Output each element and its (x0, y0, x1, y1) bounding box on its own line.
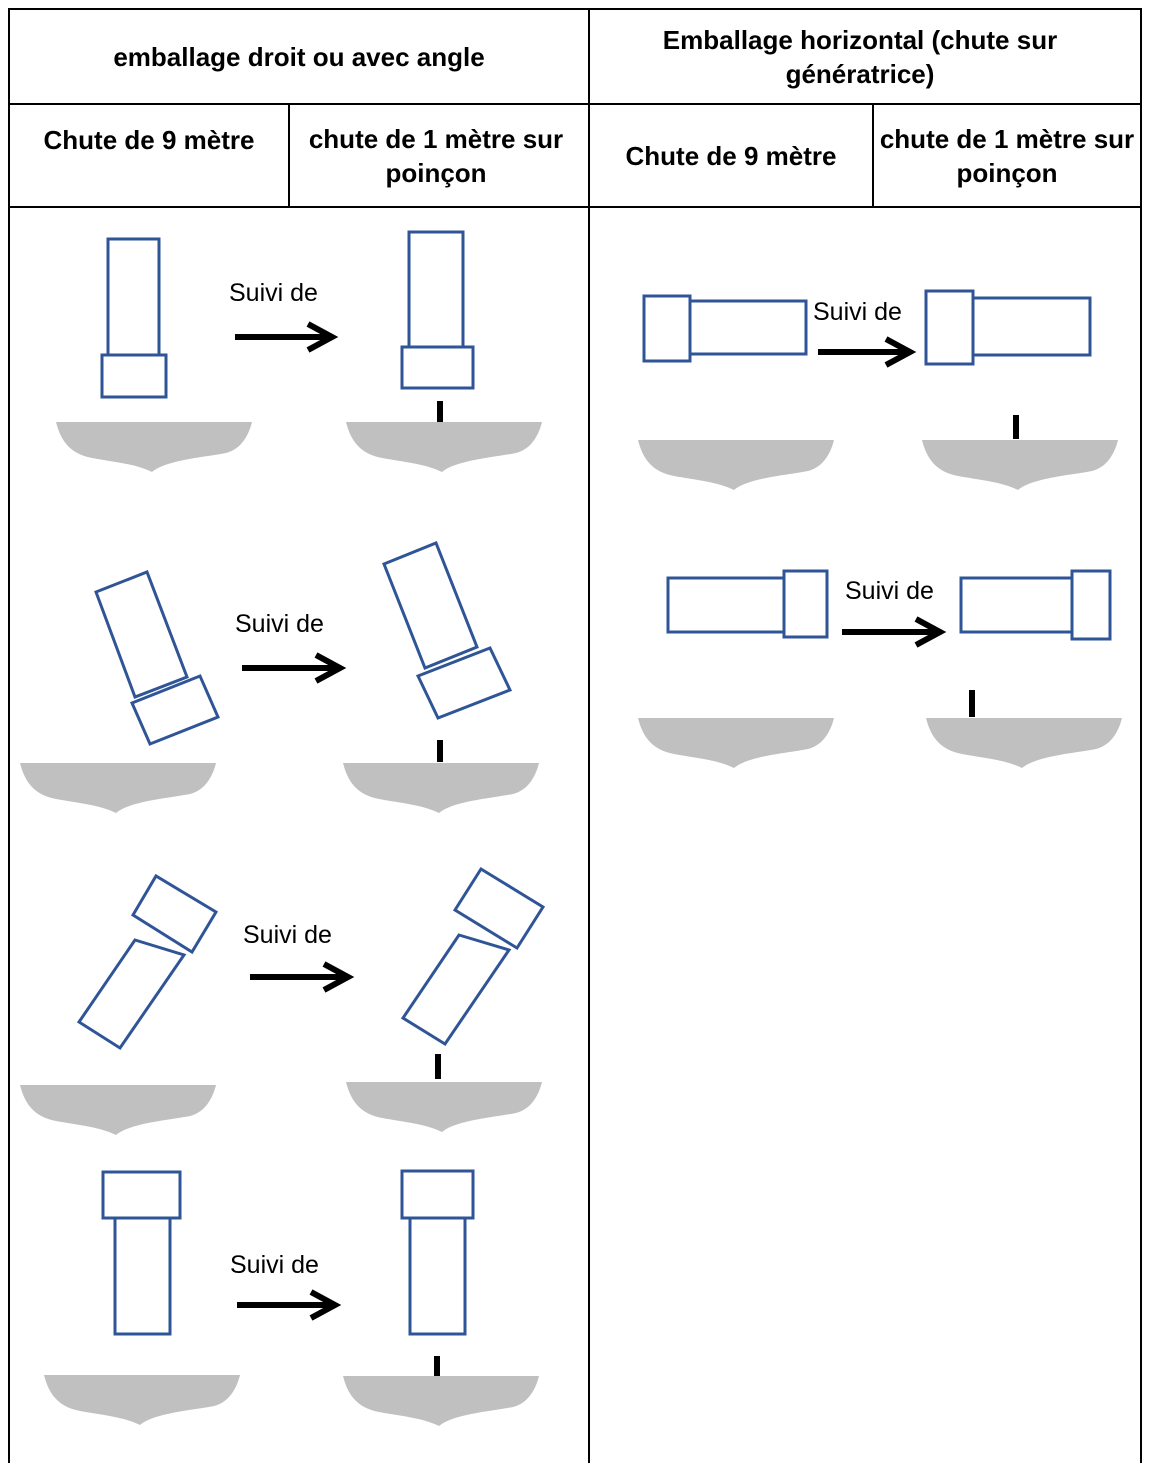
punch (434, 1356, 440, 1378)
ground-surface (346, 1082, 542, 1132)
table-border-top (8, 8, 1142, 10)
package-drop-1m-punch (400, 866, 546, 1047)
scenario-6-horizontal-cap-right: Suivi de (638, 569, 1122, 768)
package-drop-1m-punch (400, 230, 475, 390)
ground-surface (343, 763, 539, 813)
arrow-right-icon (818, 336, 917, 368)
scenario-5-horizontal-cap-left: Suivi de (638, 289, 1118, 490)
arrow-label: Suivi de (813, 298, 902, 326)
package-drop-1m-punch (924, 289, 1092, 366)
table-row-line-2 (8, 206, 1142, 208)
scenario-3-tilted-cap-up: Suivi de (20, 866, 546, 1135)
punch (435, 1054, 441, 1079)
ground-surface (44, 1375, 240, 1425)
package-drop-1m-punch (382, 541, 513, 720)
ground-surface (20, 1085, 216, 1135)
table-divider-left-sub (288, 103, 290, 207)
ground-surface (638, 440, 834, 490)
package-drop-1m-punch (400, 1169, 475, 1336)
table-border-right (1140, 8, 1142, 1463)
scenario-1-vertical-cap-down: Suivi de (56, 230, 542, 472)
table-border-left (8, 8, 10, 1463)
package-drop-9m (100, 237, 168, 399)
ground-surface (638, 718, 834, 768)
ground-surface (926, 718, 1122, 768)
package-drop-9m (76, 873, 219, 1051)
punch (1013, 415, 1019, 439)
header-col-chute-1m-right: chute de 1 mètre sur poinçon (879, 124, 1135, 188)
ground-surface (56, 422, 252, 472)
arrow-right-icon (250, 961, 355, 993)
punch (437, 740, 443, 762)
arrow-right-icon (235, 321, 339, 353)
arrow-label: Suivi de (229, 279, 318, 307)
header-left-title: emballage droit ou avec angle (113, 41, 485, 72)
arrow-right-icon (237, 1289, 342, 1321)
table-divider-right-sub (872, 103, 874, 207)
arrow-label: Suivi de (230, 1251, 319, 1279)
header-col-chute-1m-left: chute de 1 mètre sur poinçon (308, 124, 564, 188)
table-row-line-1 (8, 103, 1142, 105)
arrow-label: Suivi de (845, 577, 934, 605)
header-right-title: Emballage horizontal (chute sur génératr… (662, 24, 1058, 89)
package-drop-9m (642, 294, 808, 363)
punch (969, 690, 975, 717)
ground-surface (343, 1376, 539, 1426)
ground-surface (20, 763, 216, 813)
ground-surface (922, 440, 1118, 490)
package-drop-9m (666, 569, 829, 639)
header-col-chute-9m-right: Chute de 9 mètre (625, 141, 837, 171)
package-drop-9m (101, 1170, 182, 1336)
header-col-chute-9m-left: Chute de 9 mètre (43, 125, 255, 155)
scenario-4-vertical-cap-up: Suivi de (44, 1169, 539, 1426)
arrow-right-icon (842, 616, 947, 648)
arrow-label: Suivi de (243, 921, 332, 949)
package-drop-9m (94, 570, 220, 746)
table-divider-middle (588, 8, 590, 1463)
arrow-label: Suivi de (235, 610, 324, 638)
punch (437, 401, 443, 423)
scenario-2-tilted-cap-down: Suivi de (20, 541, 539, 813)
ground-surface (346, 422, 542, 472)
package-drop-1m-punch (959, 569, 1112, 641)
arrow-right-icon (242, 652, 347, 684)
